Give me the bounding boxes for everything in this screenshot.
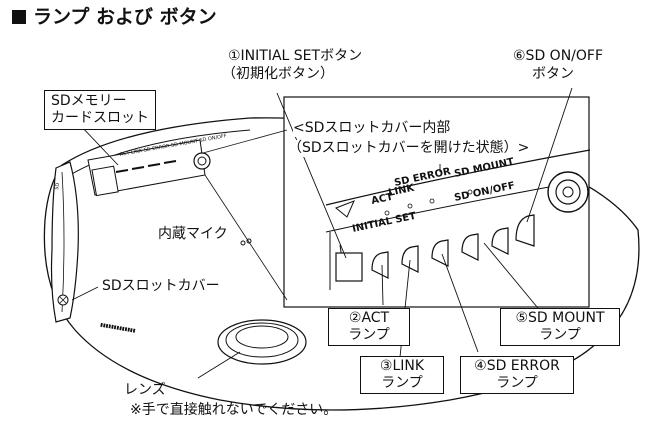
sd-card-slot-label-line1: SDメモリー — [51, 93, 127, 109]
arrow-mark-icon — [335, 200, 355, 218]
sd-card-slot-label-line2: カードスロット — [51, 110, 149, 126]
sd-onoff-knob-small — [193, 152, 211, 170]
link-lamp-label: ③LINK ランプ — [360, 356, 444, 394]
link-lamp-label-line2: ランプ — [381, 375, 423, 391]
initial-set-button-shape — [335, 252, 363, 282]
sd-card-slot-label: SDメモリー カードスロット — [44, 90, 156, 130]
sd-mount-lamp-label-line2: ランプ — [539, 327, 581, 343]
sd-error-lamp-label-line2: ランプ — [496, 375, 538, 391]
lens-shape — [217, 319, 307, 365]
act-lamp-label: ②ACT ランプ — [328, 308, 410, 346]
mic-hole-icon — [240, 240, 246, 246]
sd-onoff-button-sublabel: ボタン — [532, 66, 574, 82]
act-lamp-label-line1: ②ACT — [348, 310, 390, 326]
link-lamp-label-line1: ③LINK — [379, 358, 425, 374]
page-title: ランプ および ボタン — [33, 6, 217, 28]
sd-error-lamp-label-line1: ④SD ERROR — [474, 358, 560, 374]
title-square-icon — [12, 10, 26, 24]
sd-mount-lamp-label-line1: ⑤SD MOUNT — [515, 310, 605, 326]
inside-cover-label-line1: <SDスロットカバー内部 — [293, 120, 451, 137]
sd-onoff-button-label: ⑥SD ON/OFF — [513, 48, 604, 64]
sd-error-lamp-label: ④SD ERROR ランプ — [460, 356, 574, 394]
built-in-mic-label: 内蔵マイク — [158, 226, 228, 242]
sd-mount-lamp-label: ⑤SD MOUNT ランプ — [500, 308, 620, 346]
lens-note: ※手で直接触れないでください。 — [130, 402, 338, 418]
initial-set-button-label: ①INITIAL SETボタン — [228, 48, 363, 64]
camera-rim — [69, 129, 251, 176]
sd-slot-cover-shape — [50, 161, 79, 323]
act-lamp-label-line2: ランプ — [348, 327, 390, 343]
svg-text:SD: SD — [54, 182, 61, 190]
initial-set-button-sublabel: （初期化ボタン） — [222, 66, 334, 82]
lens-label: レンズ — [124, 382, 166, 398]
panel-act-label: ACT — [370, 192, 394, 207]
inside-cover-label-line2: （SDスロットカバーを開けた状態）> — [288, 140, 530, 157]
sd-slot-cover-label: SDスロットカバー — [102, 278, 220, 294]
